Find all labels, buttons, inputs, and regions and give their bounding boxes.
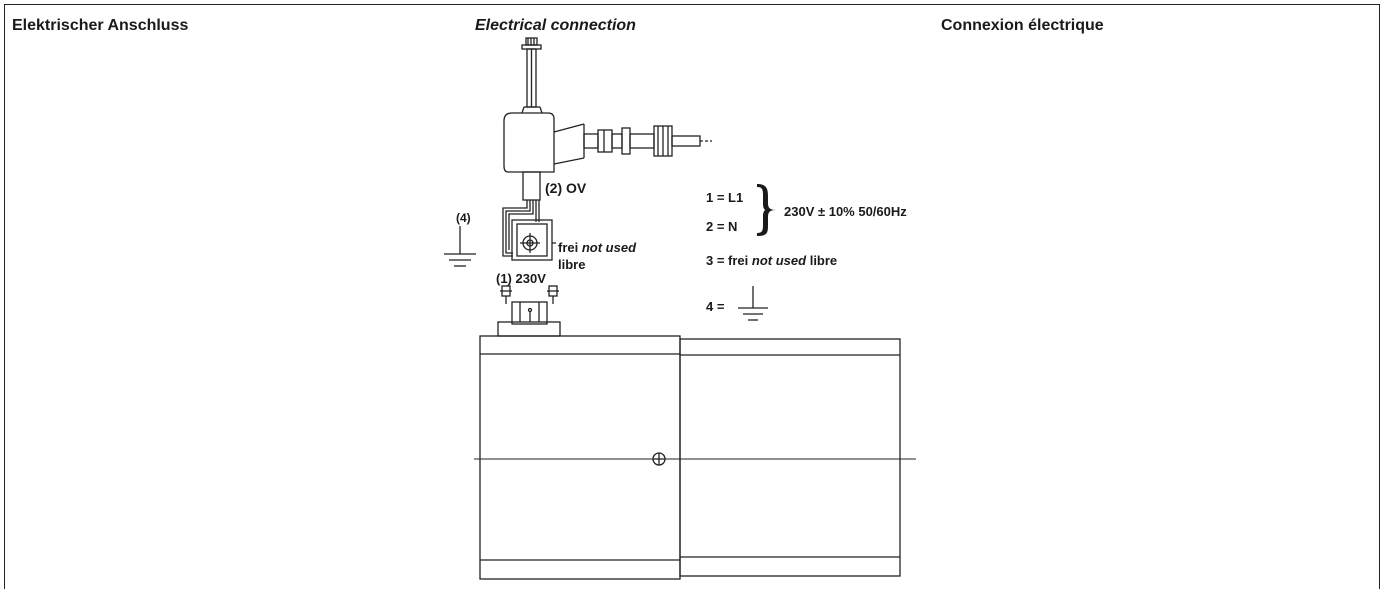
terminal-screws	[500, 285, 559, 304]
connector-plug	[511, 219, 556, 261]
label-terminal-2: (2) OV	[545, 180, 587, 196]
earth-symbol-legend-icon	[738, 286, 768, 321]
coil-base	[497, 301, 561, 337]
label-terminal-4: (4)	[456, 211, 471, 225]
legend-row-1: 1 = L1	[706, 190, 743, 205]
coil-neck	[522, 171, 541, 201]
legend-row-3-not-used: not used	[752, 253, 807, 268]
legend-row-3-libre: libre	[810, 253, 837, 268]
label-free-not-used: not used	[582, 240, 637, 255]
label-terminal-1: (1) 230V	[496, 271, 546, 286]
earth-symbol-left-icon	[444, 226, 476, 267]
label-free-frei: frei	[558, 240, 578, 255]
valve-body	[479, 335, 901, 580]
label-free-libre: libre	[558, 257, 585, 272]
wiring	[502, 200, 540, 257]
legend-row-2: 2 = N	[706, 219, 737, 234]
solenoid-coil	[503, 106, 585, 173]
heading-german: Elektrischer Anschluss	[12, 17, 189, 34]
page-frame	[4, 4, 1380, 589]
heading-french: Connexion électrique	[941, 17, 1104, 34]
legend-row-4: 4 =	[706, 299, 725, 314]
legend-row-3-frei: 3 = frei	[706, 253, 748, 268]
legend-row-3: 3 = frei not used libre	[706, 253, 837, 268]
cable-gland	[583, 125, 712, 157]
label-free-terminal: frei not used	[558, 240, 637, 255]
legend-supply: 230V ± 10% 50/60Hz	[784, 204, 907, 219]
legend-brace	[757, 184, 776, 236]
centre-mark-icon	[652, 452, 666, 466]
heading-english: Electrical connection	[475, 17, 636, 34]
top-screw-icon	[521, 37, 542, 108]
